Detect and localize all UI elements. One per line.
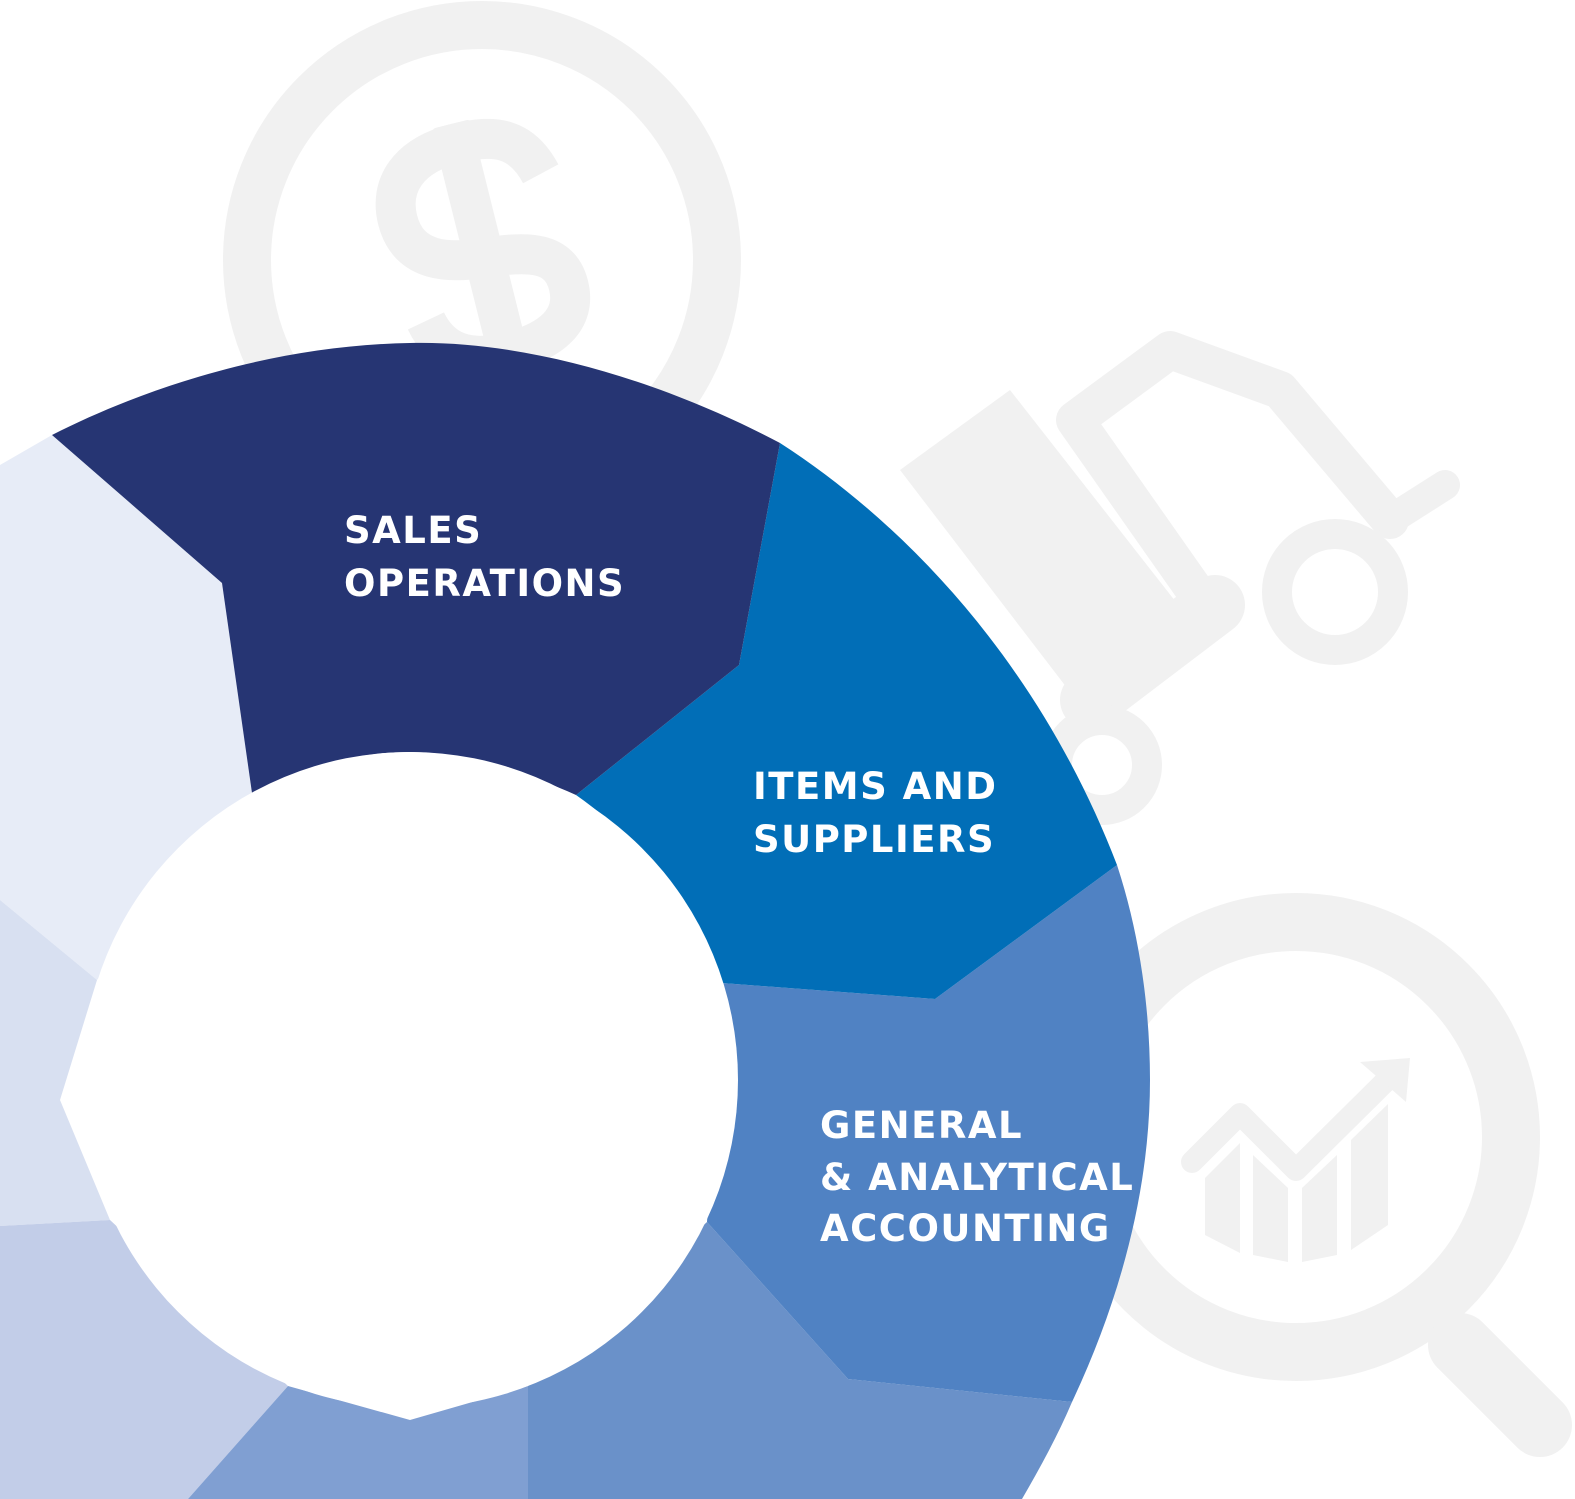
accounting-label-line-3: ACCOUNTING bbox=[820, 1207, 1111, 1250]
segment-labels: SALES OPERATIONS ITEMS AND SUPPLIERS GEN… bbox=[344, 509, 1149, 1250]
segment-blank-3 bbox=[0, 1220, 288, 1499]
items-label-line-1: ITEMS AND bbox=[753, 765, 997, 808]
accounting-label-line-2: & ANALYTICAL bbox=[820, 1156, 1134, 1199]
segment-sales-operations bbox=[52, 342, 780, 795]
segment-general-analytical-accounting bbox=[707, 865, 1150, 1402]
items-and-suppliers-label: ITEMS AND SUPPLIERS bbox=[753, 765, 1012, 861]
sales-label-line-2: OPERATIONS bbox=[344, 562, 625, 605]
magnifier-growth-chart-icon bbox=[1052, 893, 1572, 1457]
hand-truck-icon bbox=[900, 331, 1460, 825]
segment-blank-4 bbox=[188, 1386, 528, 1499]
sales-label-line-1: SALES bbox=[344, 509, 482, 552]
accounting-label-line-1: GENERAL bbox=[820, 1104, 1023, 1147]
segment-items-and-suppliers bbox=[576, 443, 1117, 999]
items-label-line-2: SUPPLIERS bbox=[753, 818, 995, 861]
general-analytical-accounting-label: GENERAL & ANALYTICAL ACCOUNTING bbox=[820, 1104, 1149, 1250]
center-hole bbox=[82, 752, 738, 1408]
segment-blank-5 bbox=[528, 1222, 1072, 1499]
segment-blank-2 bbox=[0, 900, 110, 1226]
wheel bbox=[0, 342, 1150, 1499]
sales-operations-label: SALES OPERATIONS bbox=[344, 509, 625, 605]
